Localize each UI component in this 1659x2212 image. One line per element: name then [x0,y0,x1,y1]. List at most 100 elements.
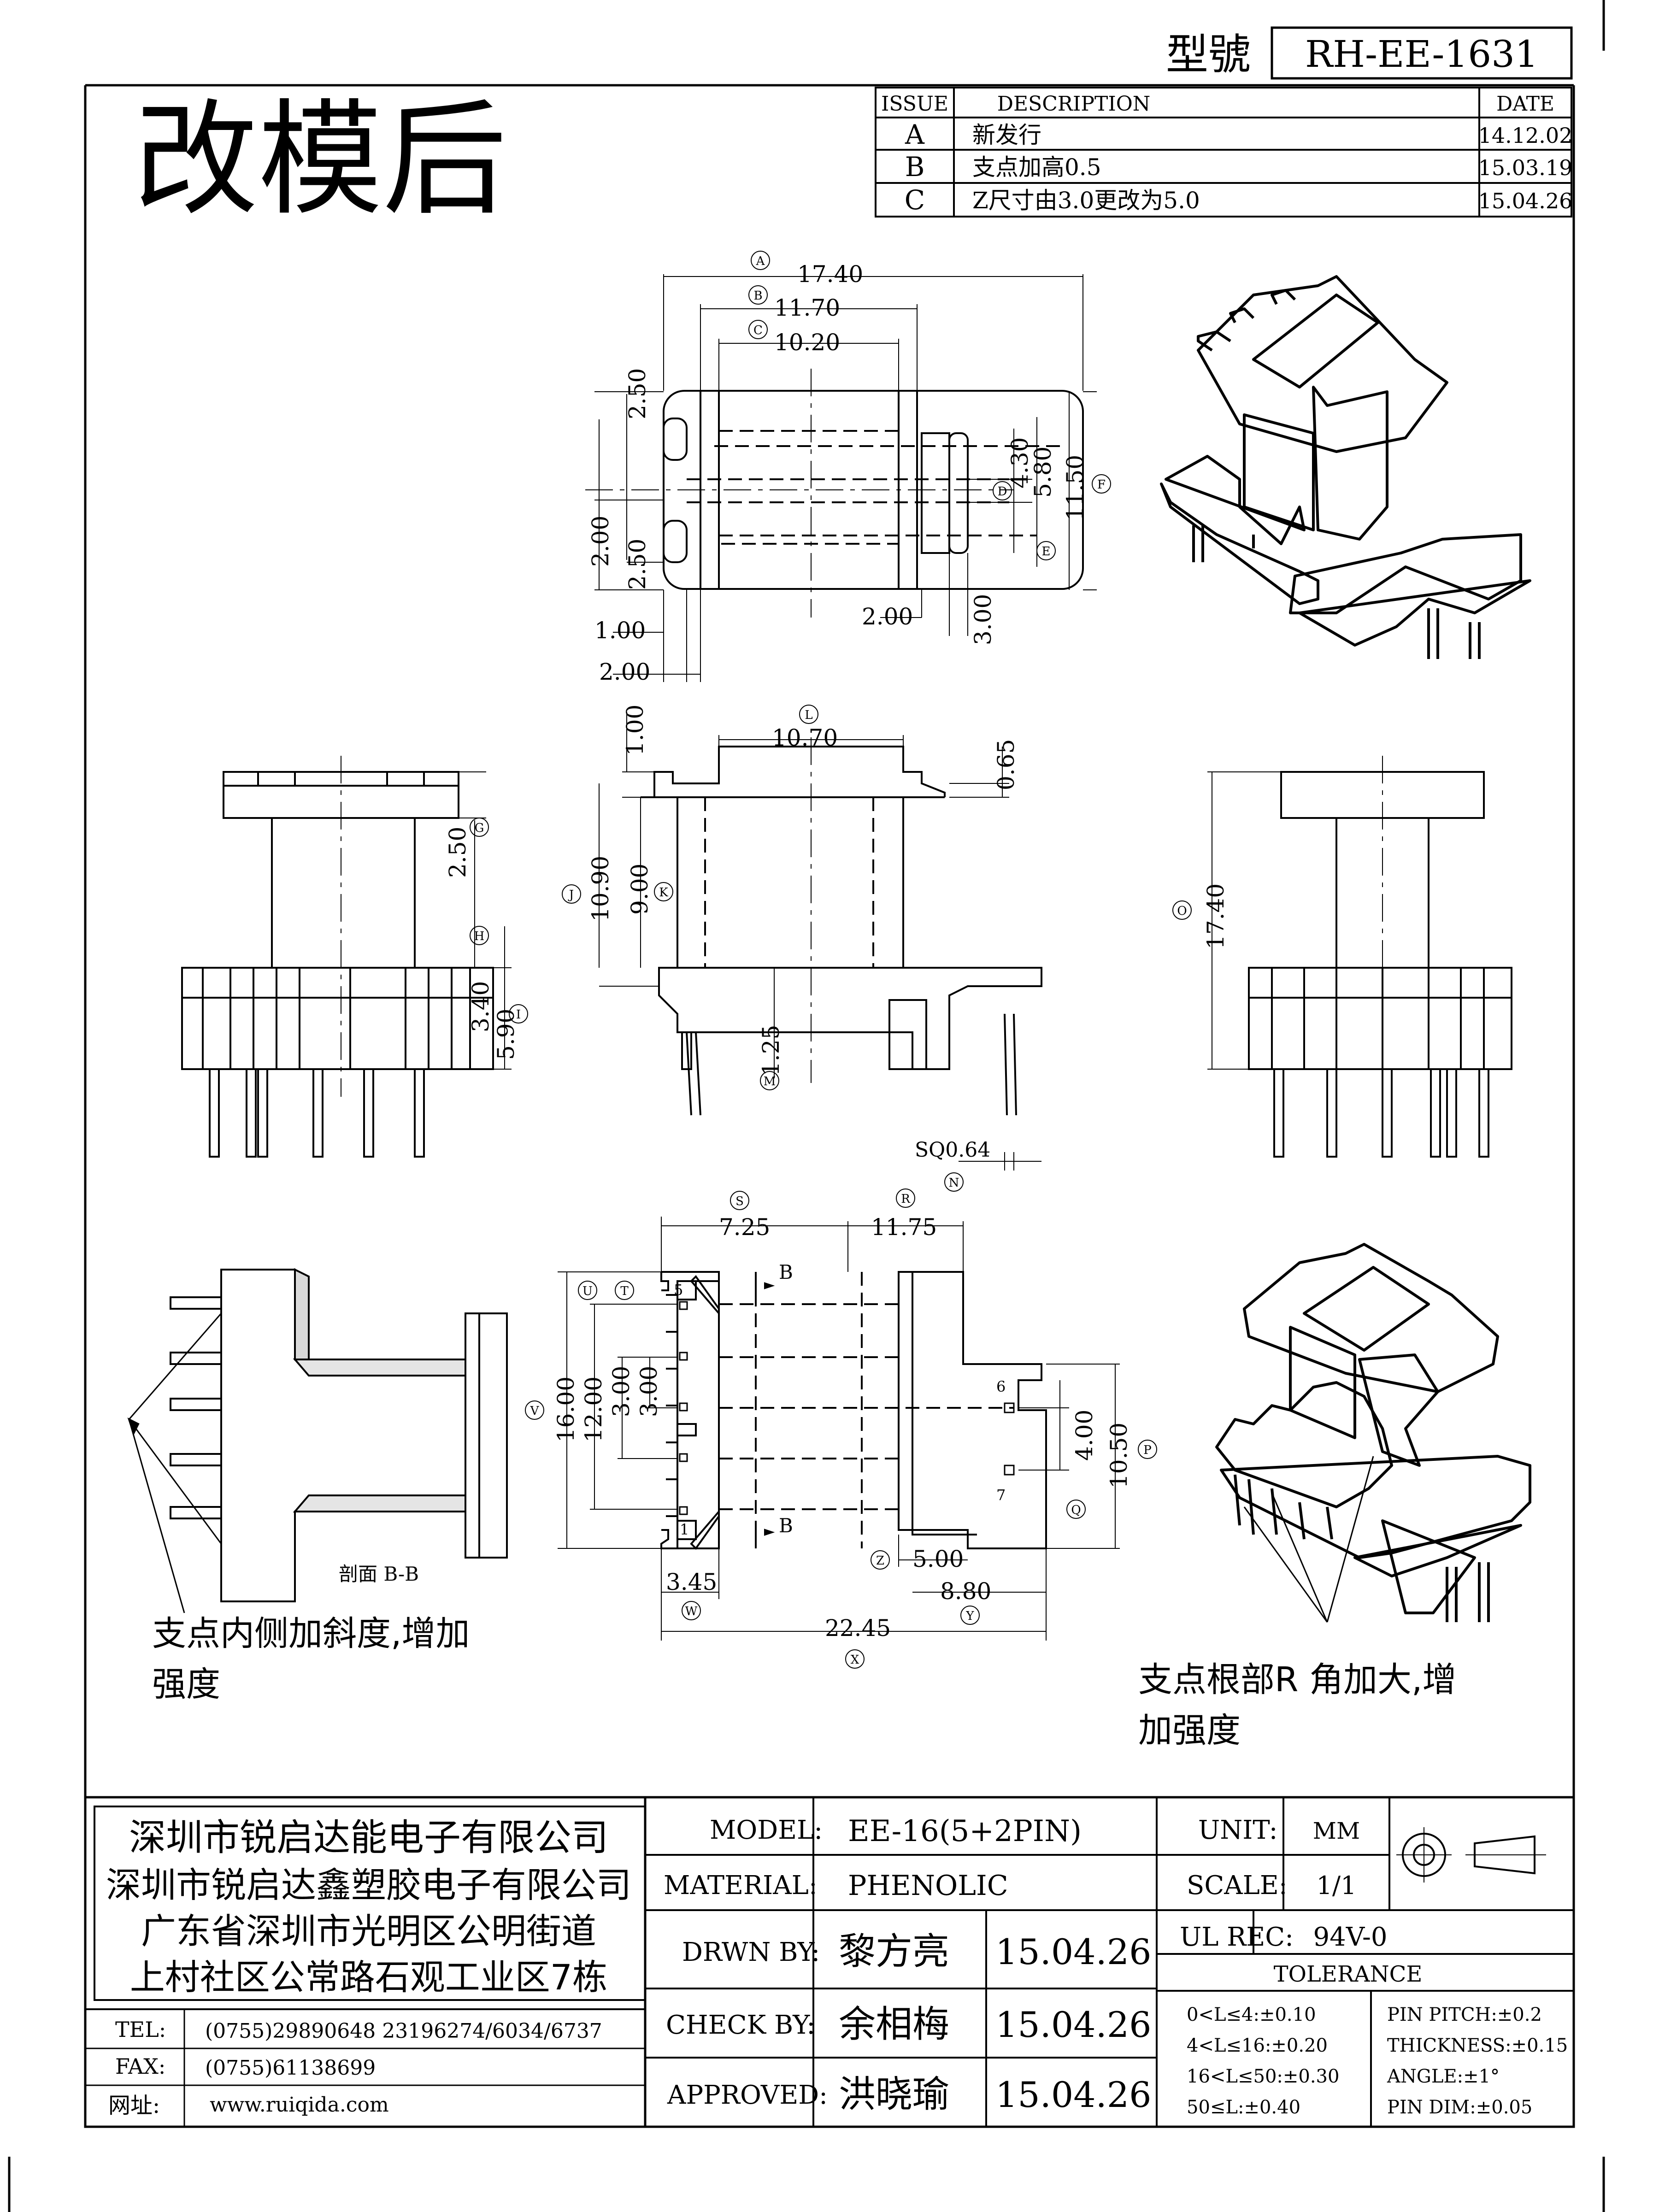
company-line-1: 深圳市锐启达能电子有限公司 [129,1816,608,1859]
unit-value: MM [1313,1818,1360,1844]
dim-j-letter: J [568,888,574,902]
revision-a-issue: A [905,119,925,150]
scale-value: 1/1 [1317,1871,1357,1900]
section-label: 剖面 B-B [339,1563,419,1585]
title-block [84,1796,1575,2128]
dim-2-00-mid: 2.00 [862,603,913,630]
dim-3-00: 3.00 [970,594,996,645]
dim-n-value: SQ0.64 [915,1138,990,1162]
top-view: 17.40 11.70 10.20 A B C 2.50 2.00 2.50 1… [585,251,1111,685]
check-label: CHECK BY: [666,2010,815,2040]
dim-j-value: 10.90 [587,856,614,922]
dim-o-letter: O [1177,904,1187,918]
check-date: 15.04.26 [995,2004,1151,2045]
dim-12-00: 12.00 [580,1377,607,1442]
dim-q-value: 4.00 [1071,1410,1098,1461]
dim-v-value: 16.00 [553,1377,579,1442]
dim-p-letter: P [1143,1443,1152,1457]
dim-y-letter: Y [965,1609,974,1623]
revision-b-desc: 支点加高0.5 [972,154,1101,181]
section-note-line1: 支点内侧加斜度,增加 [152,1614,470,1653]
approved-label: APPROVED: [667,2080,828,2110]
unit-label: UNIT: [1198,1815,1278,1845]
web-value: www.ruiqida.com [210,2093,389,2117]
dim-u-letter: U [582,1284,593,1298]
model-number-label: 型號 [1166,30,1251,79]
revision-a-date: 14.12.02 [1478,123,1573,148]
tolerance-left-4: 50≤L:±0.40 [1187,2097,1300,2118]
dim-e-value: 5.80 [1030,447,1056,498]
company-line-4: 上村社区公常路石观工业区7栋 [130,1957,607,1998]
model-value: EE-16(5+2PIN) [848,1814,1082,1848]
dim-2-00-bottom: 2.00 [599,659,650,685]
company-line-2: 深圳市锐启达鑫塑胶电子有限公司 [106,1865,631,1906]
revision-header-description: DESCRIPTION [997,92,1151,116]
revision-c-issue: C [905,184,925,216]
dim-r-letter: R [901,1192,911,1206]
tolerance-right-4: PIN DIM:±0.05 [1387,2097,1532,2118]
dim-o-value: 17.40 [1202,883,1229,949]
dim-h-letter: H [474,930,485,943]
revision-b-date: 15.03.19 [1478,155,1573,180]
revision-c-desc: Z尺寸由3.0更改为5.0 [972,187,1200,214]
dim-a-letter: A [756,254,765,268]
drawn-by: 黎方亮 [839,1930,949,1973]
check-by: 余相梅 [839,2003,949,2046]
scale-label: SCALE: [1187,1871,1288,1900]
material-value: PHENOLIC [848,1870,1008,1902]
dim-d-value: 4.30 [1006,437,1033,488]
dim-p-value: 10.50 [1106,1423,1132,1488]
dim-s-letter: S [735,1194,744,1208]
dim-t-value: 3.00 [635,1366,662,1417]
pin-label-1: 1 [680,1521,689,1538]
dim-d-letter: D [998,485,1007,499]
dim-m-letter: M [764,1075,776,1088]
right-side-view: 17.40 O [1172,756,1512,1158]
dim-g-value: 2.50 [444,827,471,878]
dim-c-value: 10.20 [774,329,840,356]
dim-l-letter: L [805,708,812,722]
dim-b-letter: B [753,289,762,303]
dim-m-value: 1.25 [758,1025,784,1076]
iso-note-line2: 加强度 [1138,1711,1241,1750]
fax-label: FAX: [115,2054,165,2079]
tolerance-left-3: 16<L≤50:±0.30 [1187,2066,1339,2087]
bottom-view: B B 5 1 6 7 7.25 [525,1188,1157,1669]
revision-table: ISSUE DESCRIPTION DATE A 新发行 14.12.02 B … [875,87,1573,218]
tel-label: TEL: [115,2017,166,2042]
dim-e-letter: E [1042,545,1051,559]
dim-a-value: 17.40 [797,261,863,288]
dim-r-value: 11.75 [871,1214,937,1241]
dim-z-letter: Z [876,1554,884,1568]
dim-y-value: 8.80 [940,1578,991,1605]
dim-h-value: 3.40 [467,981,494,1032]
tolerance-left-2: 4<L≤16:±0.20 [1187,2035,1328,2056]
company-line-3: 广东省深圳市光明区公明街道 [141,1911,596,1952]
tolerance-label: TOLERANCE [1274,1961,1423,1987]
ul-value: 94V-0 [1313,1922,1387,1952]
dim-x-value: 22.45 [825,1615,891,1641]
pin-label-7: 7 [996,1486,1006,1504]
dim-i-letter: I [516,1008,521,1022]
dim-t-letter: T [620,1284,629,1298]
tolerance-right-1: PIN PITCH:±0.2 [1387,2004,1542,2025]
dim-s-value: 7.25 [719,1214,770,1241]
model-label: MODEL: [710,1815,823,1845]
dim-k-value: 9.00 [626,864,653,915]
revision-c-date: 15.04.26 [1478,188,1573,213]
iso-note-line1: 支点根部R 角加大,增 [1138,1660,1456,1700]
tolerance-right-3: ANGLE:±1° [1387,2066,1500,2087]
section-b-b: 剖面 B-B [127,1268,508,1613]
section-note-line2: 强度 [152,1665,220,1704]
pin-label-5: 5 [674,1281,683,1299]
dim-0-65: 0.65 [993,739,1019,790]
dim-v-letter: V [530,1404,540,1418]
dim-c-letter: C [753,324,763,337]
section-marker-top: B [779,1261,793,1283]
dim-n-letter: N [949,1176,959,1190]
tolerance-right-2: THICKNESS:±0.15 [1387,2035,1568,2056]
dim-g-letter: G [475,821,484,835]
model-number-box: 型號 RH-EE-1631 [1166,26,1573,80]
dim-k-letter: K [659,886,668,900]
dim-2-50-bottom: 2.50 [624,539,651,590]
